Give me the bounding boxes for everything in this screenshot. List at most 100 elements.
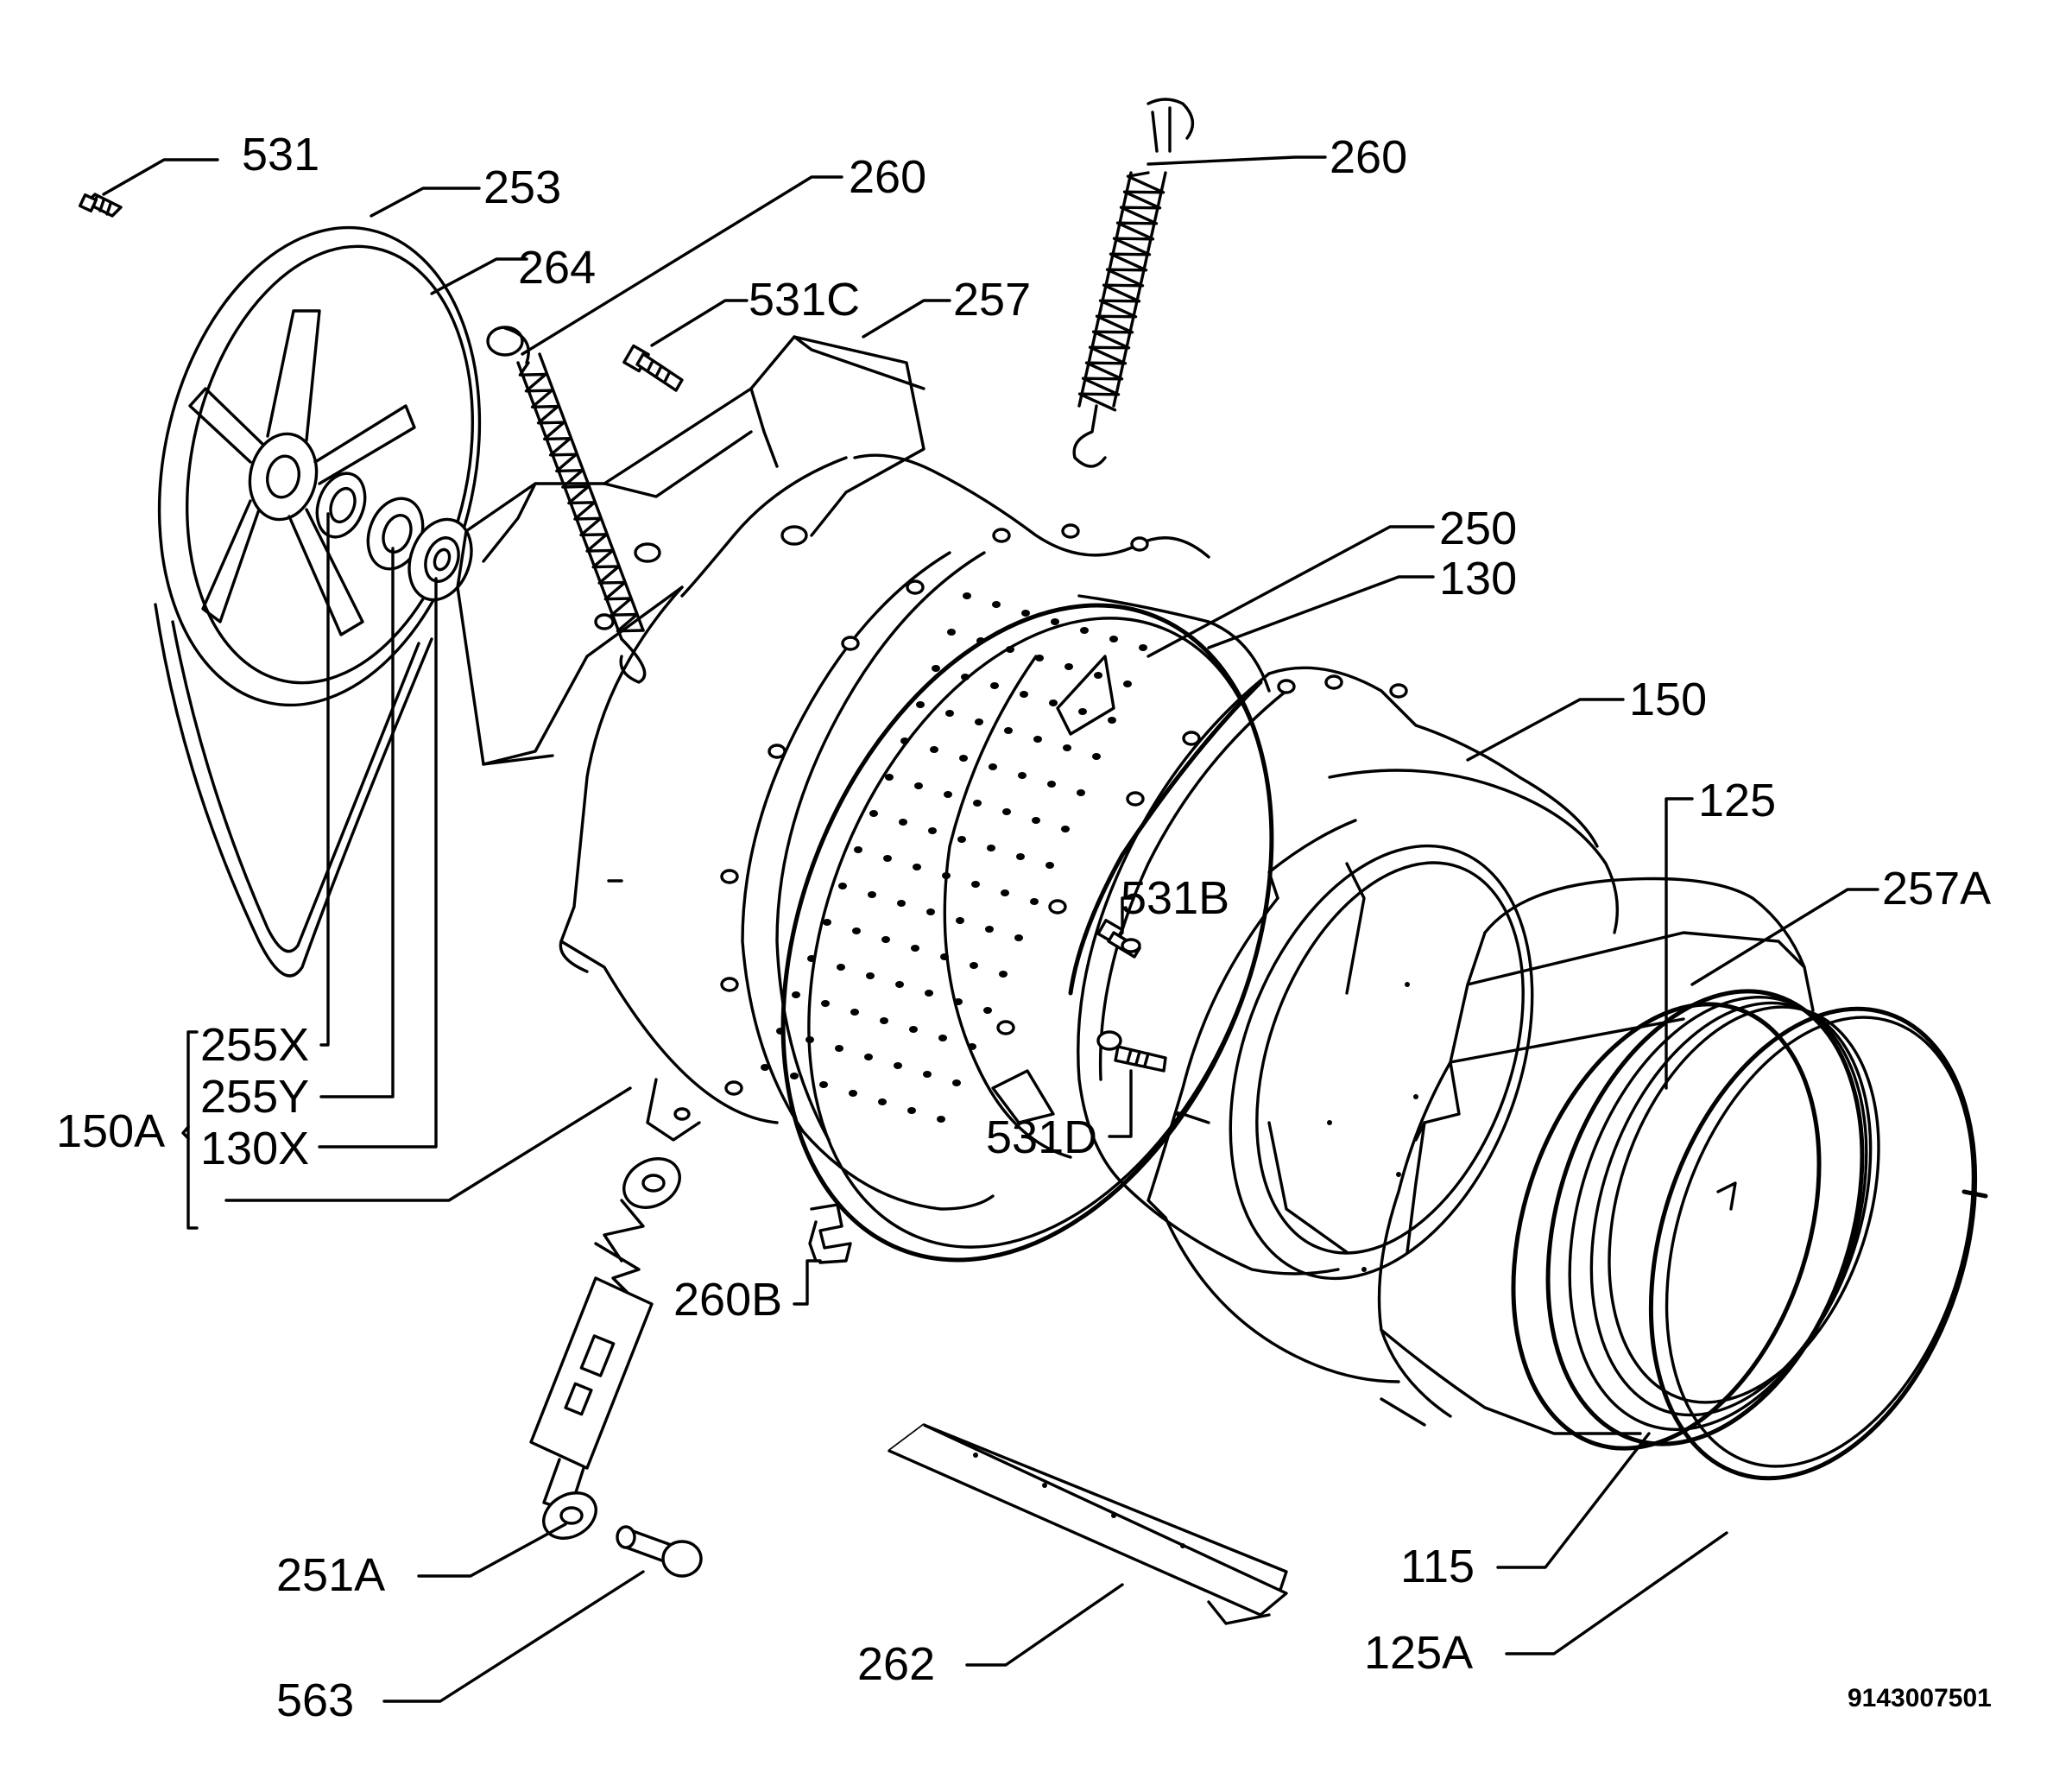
drum-hole [952,1079,961,1086]
drum-hole [989,763,997,770]
drum-hole [869,810,878,817]
drum-hole [963,592,971,599]
drum-hole [1033,736,1042,743]
label-531: 531 [242,129,320,180]
drum-hole [985,926,994,933]
drum-hole [790,1073,799,1079]
front-clamp-125a [1648,1006,1988,1481]
rim-bolt [724,1080,743,1096]
drum-hole [937,1116,945,1123]
drum-hole [957,836,966,843]
label-531b: 531B [1121,872,1230,924]
drum-hole [823,919,831,926]
drum-hole [1001,889,1009,896]
document-number: 9143007501 [1848,1684,1992,1712]
drum-hole [990,682,999,689]
label-125a: 125A [1364,1627,1474,1679]
door-seal [1545,989,1880,1446]
drum-hole [837,964,845,971]
front-counterweight [1176,877,1815,1435]
rim-bolt [1048,899,1067,915]
drum-hole [835,1045,843,1052]
screw-531d [1096,1030,1167,1073]
spring-260-right [1072,98,1195,468]
drum-hole [880,1017,888,1024]
tub-gasket-ring [780,603,1274,1263]
rim-bolt [1126,791,1145,807]
label-531c: 531C [749,274,861,326]
drum-hole [878,1098,887,1105]
drum-hole [1045,862,1054,869]
rim-bolt [1277,679,1296,694]
drum-hole [864,1054,873,1060]
rim-bolt [720,869,739,884]
drum-hole [821,1000,830,1007]
label-253: 253 [483,161,562,213]
drum-hole [975,718,983,725]
drum-hole [792,991,800,998]
drum-hole [819,1081,828,1088]
drum-hole [1016,853,1025,860]
label-255x: 255X [200,1019,310,1071]
rear-clamp-115 [1511,1002,1822,1451]
label-260b: 260B [673,1274,783,1326]
rim-bolt [1130,536,1149,552]
support-bracket [888,1423,1288,1625]
drum-hole [970,962,978,969]
label-257: 257 [953,274,1032,326]
drum-hole [914,782,923,789]
drum-hole [894,1062,902,1069]
rim-bolt [906,579,925,595]
drum-hole [1018,772,1027,779]
label-260-right: 260 [1330,131,1408,183]
label-262: 262 [857,1638,936,1690]
drum-hole [1014,934,1023,941]
drum-hole [899,819,907,826]
drum-hole [1004,727,1013,734]
label-250: 250 [1439,503,1518,554]
drum-hole [983,1007,992,1014]
drum-hole [1020,691,1028,698]
drum-hole [1063,744,1071,751]
drum-hole [959,755,968,762]
rim-bolt [1061,523,1080,539]
label-255y: 255Y [200,1071,310,1123]
drum-hole [883,855,892,862]
shock-absorber [529,1157,681,1540]
screw-531c [622,344,684,392]
drum-hole [1021,610,1030,617]
drum-hole [1109,636,1118,642]
drive-belt [154,603,433,978]
rim-bolt [992,528,1011,543]
drum-hole [928,827,937,834]
label-130x: 130X [200,1123,310,1174]
rim-bolt [1389,683,1408,699]
drum-hole [1064,663,1073,670]
drum-hole [909,1026,918,1033]
drum-hole [854,846,862,853]
drum-pulley [157,225,482,707]
drum-hole [1092,753,1101,760]
drum-hole [1032,817,1040,824]
label-260-left: 260 [849,151,927,203]
drum-hole [926,908,935,915]
drum-hole [838,883,847,889]
drum-hole [1047,781,1056,788]
drum-hole [944,791,952,798]
bolt-563 [616,1525,703,1578]
drum-hole [992,601,1001,608]
label-251a: 251A [276,1549,386,1601]
drum-hole [895,981,904,988]
leader-lines [102,155,1879,1703]
drum-hole [1108,717,1116,724]
drum-hole [938,1035,947,1041]
drum-hole [868,891,876,898]
rim-bolt [720,977,739,992]
drum-hole [1049,699,1058,706]
drum-hole [999,971,1008,978]
rim-bolt [1182,731,1201,746]
drum-hole [930,746,938,753]
screw-531 [78,193,123,218]
